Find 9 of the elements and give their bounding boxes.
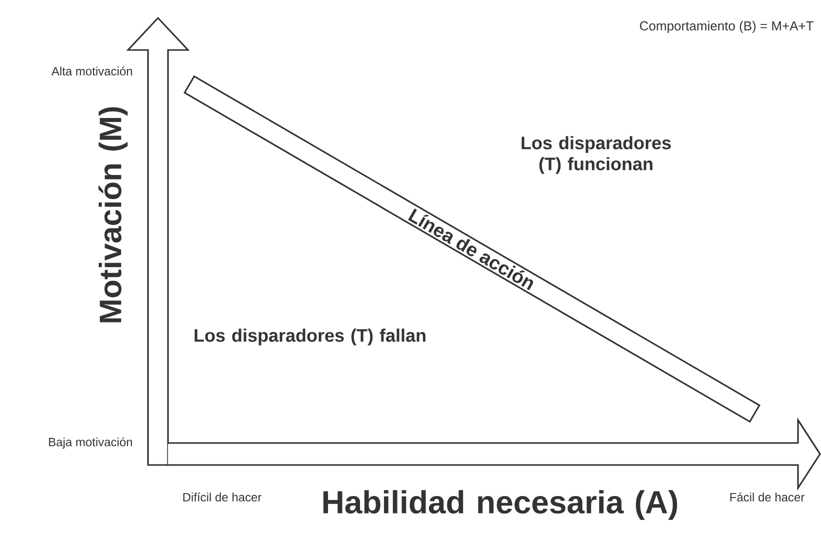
axis-title: Motivación (M) <box>98 107 128 322</box>
region-label: Los disparadores (T) funcionan <box>522 136 671 174</box>
axis-title: Habilidad necesaria (A) <box>323 490 678 520</box>
axis-end-label: Fácil de hacer <box>730 492 804 502</box>
axis-end-label: Alta motivación <box>51 66 132 76</box>
formula-text: Comportamiento (B) = M+A+T <box>640 20 814 34</box>
region-label: Los disparadores (T) fallan <box>194 328 426 346</box>
axis-end-label: Baja motivación <box>49 437 132 449</box>
axis-end-label: Difícil de hacer <box>183 492 262 502</box>
